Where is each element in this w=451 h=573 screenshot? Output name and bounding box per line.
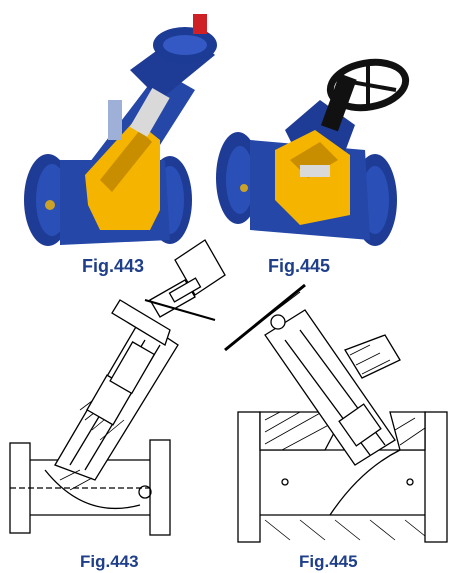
caption-fig-445-render: Fig.445	[268, 256, 331, 276]
valve-445-drawing	[224, 283, 448, 543]
valve-445-render	[216, 58, 410, 246]
valve-443-drawing	[9, 239, 226, 536]
caption-fig-443-drawing: Fig.443	[80, 552, 139, 571]
caption-fig-443-render: Fig.443	[82, 256, 145, 276]
caption-fig-445-drawing: Fig.445	[299, 552, 358, 571]
valve-443-render	[24, 14, 217, 246]
